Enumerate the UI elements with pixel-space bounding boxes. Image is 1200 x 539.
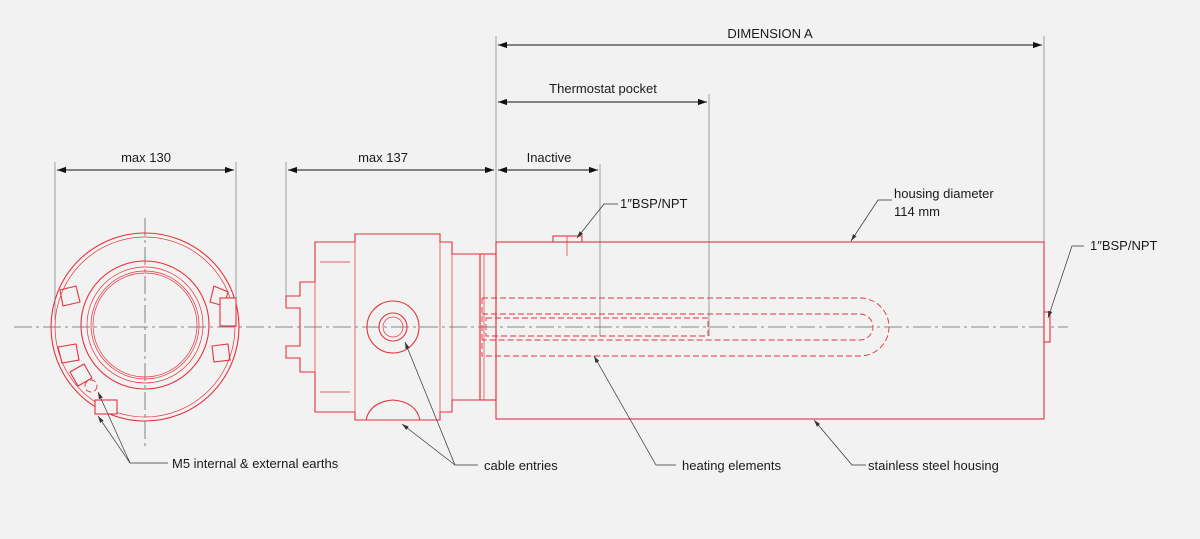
cable-entries-label: cable entries (484, 458, 558, 473)
thermostat-boss-top (552, 235, 583, 243)
heating-elements-label: heating elements (682, 458, 782, 473)
dimension-a-label: DIMENSION A (727, 26, 813, 41)
housing-diameter-label: housing diameter (894, 186, 994, 201)
extension-lines (54, 36, 1045, 336)
drain-boss-right (1043, 311, 1051, 343)
max-130-label: max 130 (121, 150, 171, 165)
terminal-box-side-view (285, 233, 497, 421)
bsp-top-label: 1″BSP/NPT (620, 196, 688, 211)
leader-lines (97, 199, 1084, 466)
heating-element-outer (482, 297, 890, 357)
inactive-label: Inactive (527, 150, 572, 165)
terminal-box-end-view (50, 232, 240, 422)
heating-element-inner (482, 313, 874, 341)
stainless-steel-housing (481, 235, 1051, 420)
cable-entry-bottom (365, 399, 421, 421)
stainless-housing-label: stainless steel housing (868, 458, 999, 473)
max-137-label: max 137 (358, 150, 408, 165)
bsp-right-label: 1″BSP/NPT (1090, 238, 1158, 253)
earth-stud-hidden (84, 379, 98, 393)
thermostat-pocket-hidden (485, 317, 709, 337)
thermostat-pocket-label: Thermostat pocket (549, 81, 657, 96)
cable-entry-side (366, 300, 420, 354)
housing-diameter-value: 114 mm (894, 204, 940, 219)
earths-label: M5 internal & external earths (172, 456, 339, 471)
